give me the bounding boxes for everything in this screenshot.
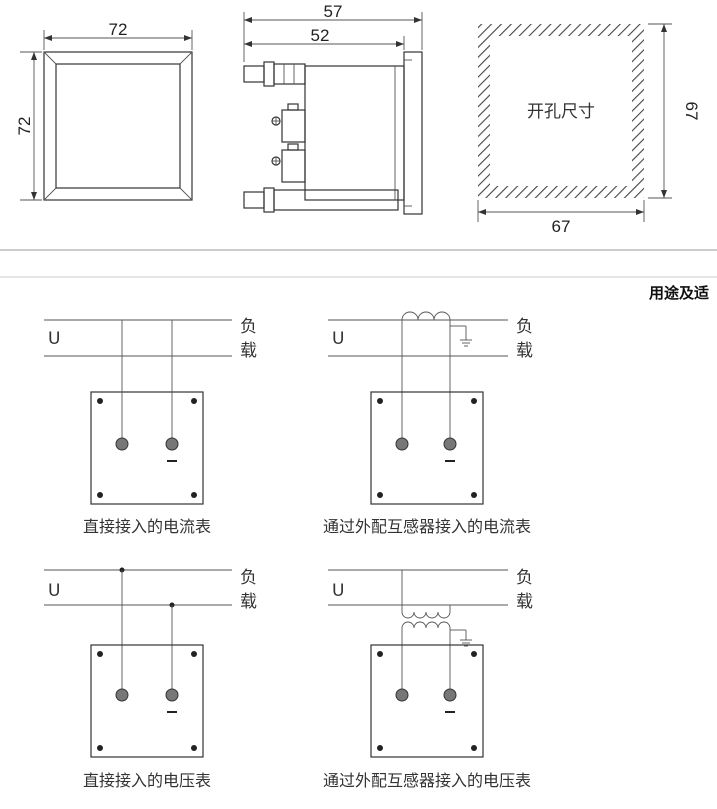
source-label: U [332, 329, 344, 349]
pt-primary-coil-icon [401, 611, 451, 619]
front-view: 72 72 [15, 20, 193, 201]
load-label-top: 负 [240, 568, 257, 588]
load-label-bottom: 载 [516, 341, 533, 361]
wiring-direct-voltmeter: U 负 载 直接接入的电压表 [44, 567, 257, 790]
caption-pt-voltmeter: 通过外配互感器接入的电压表 [323, 771, 531, 790]
cutout-height-label: 67 [682, 102, 701, 121]
load-label-bottom: 载 [516, 592, 533, 612]
load-label-top: 负 [516, 568, 533, 588]
side-view: 57 52 [243, 2, 423, 215]
cutout-label: 开孔尺寸 [527, 102, 595, 122]
front-height-label: 72 [15, 117, 34, 136]
cutout-width-label: 67 [552, 217, 571, 236]
ct-coil-icon [401, 311, 451, 321]
side-body-depth-label: 52 [311, 26, 330, 45]
load-label-top: 负 [516, 317, 533, 337]
source-label: U [48, 329, 60, 349]
side-total-depth-label: 57 [324, 2, 343, 21]
front-width-label: 72 [109, 20, 128, 39]
section-header: 用途及适 [649, 284, 709, 302]
panel-cutout: 开孔尺寸 67 67 [477, 23, 701, 236]
caption-ct-ammeter: 通过外配互感器接入的电流表 [323, 517, 531, 536]
wiring-pt-voltmeter: U 负 载 通过外配互感器接入的电压表 [323, 568, 533, 790]
wiring-direct-ammeter: U 负 载 直接接入的电流表 [44, 317, 257, 536]
wiring-ct-ammeter: U 负 载 通过外配互感器接入的电流表 [323, 311, 533, 536]
source-label: U [48, 581, 60, 601]
caption-direct-ammeter: 直接接入的电流表 [83, 517, 211, 536]
load-label-bottom: 载 [240, 592, 257, 612]
load-label-top: 负 [240, 317, 257, 337]
pt-secondary-coil-icon [401, 621, 451, 629]
caption-direct-voltmeter: 直接接入的电压表 [83, 771, 211, 790]
source-label: U [332, 581, 344, 601]
load-label-bottom: 载 [240, 341, 257, 361]
